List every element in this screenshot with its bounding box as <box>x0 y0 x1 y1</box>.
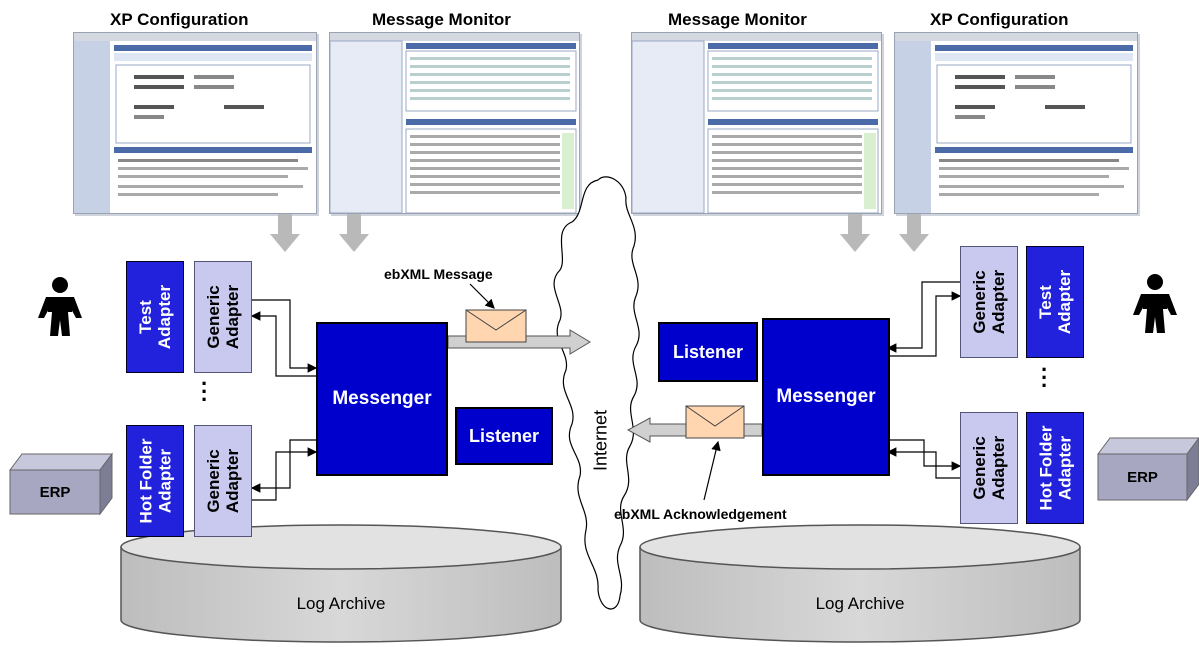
right-adapter-ellipsis: ··· <box>1041 357 1049 398</box>
down-arrows <box>270 214 929 252</box>
right-hot-folder-adapter: Hot Folder Adapter <box>1026 412 1084 524</box>
ebxml-message-label: ebXML Message <box>384 266 493 282</box>
right-messenger: Messenger <box>762 318 890 476</box>
left-generic-adapter-top: Generic Adapter <box>194 261 252 373</box>
envelope-icon <box>465 309 527 343</box>
right-generic-adapter-bottom: Generic Adapter <box>960 412 1018 524</box>
right-listener: Listener <box>658 322 758 382</box>
left-generic-adapter-bottom: Generic Adapter <box>194 425 252 537</box>
person-icon <box>38 277 82 336</box>
right-monitor-title: Message Monitor <box>668 10 807 29</box>
internet-label: Internet <box>590 409 611 472</box>
left-monitor-title: Message Monitor <box>372 10 511 29</box>
left-erp-box <box>9 452 113 516</box>
right-generic-adapter-top: Generic Adapter <box>960 246 1018 358</box>
ebxml-ack-label: ebXML Acknowledgement <box>614 506 787 522</box>
right-monitor-screenshot <box>631 32 882 214</box>
right-log-archive-drum <box>639 524 1081 643</box>
right-log-archive-label: Log Archive <box>815 594 905 613</box>
internet-cloud <box>553 176 640 610</box>
left-monitor-screenshot <box>329 32 580 214</box>
left-config-screenshot <box>73 32 317 214</box>
left-config-title: XP Configuration <box>110 10 249 29</box>
monitor-screenshot-thumb <box>632 33 881 213</box>
left-hot-folder-adapter: Hot Folder Adapter <box>126 425 184 537</box>
monitor-screenshot-thumb <box>330 33 579 213</box>
left-messenger: Messenger <box>316 322 448 476</box>
left-log-archive-label: Log Archive <box>296 594 386 613</box>
right-erp-box <box>1097 437 1199 502</box>
config-screenshot-thumb <box>74 33 316 213</box>
left-log-archive-drum <box>120 524 562 643</box>
right-config-screenshot <box>894 32 1138 214</box>
right-config-title: XP Configuration <box>930 10 1069 29</box>
right-erp-label: ERP <box>1127 468 1158 486</box>
left-adapter-ellipsis: ··· <box>201 371 209 412</box>
left-erp-label: ERP <box>39 483 71 501</box>
left-test-adapter: Test Adapter <box>126 261 184 373</box>
right-test-adapter: Test Adapter <box>1026 246 1084 358</box>
left-listener: Listener <box>455 407 553 465</box>
envelope-icon <box>685 405 745 439</box>
person-icon <box>1133 274 1177 333</box>
config-screenshot-thumb <box>895 33 1137 213</box>
